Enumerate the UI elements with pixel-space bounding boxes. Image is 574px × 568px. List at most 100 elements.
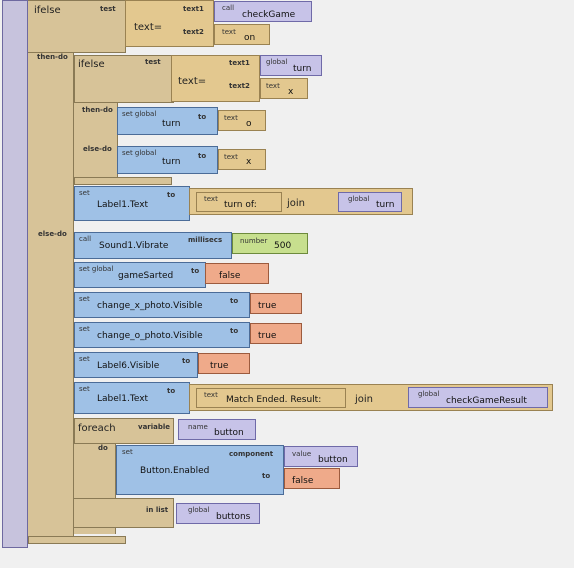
join-2-text-inner[interactable] xyxy=(196,388,346,408)
false-block-2-value: false xyxy=(292,476,314,486)
name-value: button xyxy=(214,428,244,438)
outer-text2-label: text2 xyxy=(183,28,204,36)
global-turn-name: turn xyxy=(376,200,395,210)
set-change-x-photo-visible[interactable] xyxy=(74,292,250,318)
set-global-turn-x[interactable] xyxy=(117,146,218,174)
global-buttons-label: global xyxy=(188,506,210,514)
text-x-block[interactable] xyxy=(218,149,266,170)
join-2-text-label: text xyxy=(204,391,218,399)
text-o-label: text xyxy=(224,114,238,122)
set-global-turn-o-label: set global xyxy=(122,110,157,118)
set-change-o-label: set xyxy=(79,325,90,333)
foreach-variable-label: variable xyxy=(138,423,171,431)
inner-else-do-label: else-do xyxy=(83,145,112,153)
join-1-text-inner[interactable] xyxy=(196,192,282,212)
set-label1-1-prop: Label1.Text xyxy=(97,200,149,210)
set-button-enabled-label: set xyxy=(122,448,133,456)
global-checkgameresult-name: checkGameResult xyxy=(446,396,527,406)
inner-ifelse-test-label: test xyxy=(145,58,161,66)
outer-workspace-left-rail xyxy=(2,0,28,548)
global-checkgameresult-block[interactable] xyxy=(408,387,548,408)
join-1-text-label: text xyxy=(204,195,218,203)
set-label1-2-to: to xyxy=(167,387,176,395)
set-label1-1-to: to xyxy=(167,191,176,199)
outer-text-eq-block[interactable] xyxy=(125,0,214,47)
false-block-1-value: false xyxy=(219,271,241,281)
text-o-block[interactable] xyxy=(218,110,266,131)
true-block-3-value: true xyxy=(210,361,229,371)
false-block-1[interactable] xyxy=(205,263,269,284)
outer-ifelse-block[interactable] xyxy=(28,0,126,53)
false-block-2[interactable] xyxy=(284,468,340,489)
inner-text-label: text xyxy=(266,82,280,90)
set-global-turn-o-var: turn xyxy=(162,119,181,129)
set-gamesarted-to: to xyxy=(191,267,200,275)
true-block-3[interactable] xyxy=(198,353,250,374)
inner-text-eq-label: text= xyxy=(178,76,207,87)
set-change-x-to: to xyxy=(230,297,239,305)
outer-text-value: on xyxy=(244,33,256,43)
inner-text-eq-block[interactable] xyxy=(171,55,260,102)
set-button-enabled-prop: Button.Enabled xyxy=(140,466,210,476)
true-block-2[interactable] xyxy=(250,323,302,344)
set-change-x-label: set xyxy=(79,295,90,303)
value-button-block[interactable] xyxy=(284,446,358,467)
inner-text-x-block[interactable] xyxy=(260,78,308,99)
outer-ifelse-keyword: ifelse xyxy=(34,5,61,16)
number-label: number xyxy=(240,237,268,245)
set-label1-text-1[interactable] xyxy=(74,186,190,221)
outer-call-checkgame-block[interactable] xyxy=(214,1,312,22)
inner-ifelse-keyword: ifelse xyxy=(78,59,105,70)
set-global-turn-x-label: set global xyxy=(122,149,157,157)
outer-text-on-block[interactable] xyxy=(214,24,270,45)
call-sound-arg: millisecs xyxy=(188,236,223,244)
set-global-turn-o[interactable] xyxy=(117,107,218,135)
value-name: button xyxy=(318,455,348,465)
name-label: name xyxy=(188,423,208,431)
set-label6-to: to xyxy=(182,357,191,365)
inner-ifelse-block[interactable] xyxy=(74,55,174,103)
foreach-block[interactable] xyxy=(74,418,174,444)
number-500-block[interactable] xyxy=(232,233,308,254)
set-change-o-photo-visible[interactable] xyxy=(74,322,250,348)
set-button-enabled[interactable] xyxy=(116,445,284,495)
join-1-label: join xyxy=(287,198,306,209)
foreach-do-label: do xyxy=(98,444,108,452)
set-change-o-to: to xyxy=(230,327,239,335)
name-button-block[interactable] xyxy=(178,419,256,440)
join-1-text-value: turn of: xyxy=(224,200,257,210)
text-x-label: text xyxy=(224,153,238,161)
call-sound1-vibrate[interactable] xyxy=(74,232,232,259)
foreach-in-list-block xyxy=(74,498,174,528)
outer-text1-label: text1 xyxy=(183,5,204,13)
set-label1-1-label: set xyxy=(79,189,90,197)
inner-global-label: global xyxy=(266,58,288,66)
outer-call-name: checkGame xyxy=(242,10,296,20)
inner-global-turn-block[interactable] xyxy=(260,55,322,76)
true-block-1[interactable] xyxy=(250,293,302,314)
set-gamesarted-label: set global xyxy=(79,265,114,273)
foreach-in-list-label: in list xyxy=(146,506,169,514)
value-label: value xyxy=(292,450,312,458)
true-block-2-value: true xyxy=(258,331,277,341)
set-label6-prop: Label6.Visible xyxy=(97,361,160,371)
set-label6-visible[interactable] xyxy=(74,352,198,378)
set-global-turn-x-var: turn xyxy=(162,157,181,167)
outer-ifelse-test-label: test xyxy=(100,5,116,13)
global-buttons-block[interactable] xyxy=(176,503,260,524)
foreach-keyword: foreach xyxy=(78,423,116,434)
inner-then-do-label: then-do xyxy=(82,106,113,114)
set-label1-text-2[interactable] xyxy=(74,382,190,414)
call-sound-name: Sound1.Vibrate xyxy=(99,241,169,251)
outer-then-do-label: then-do xyxy=(37,53,68,61)
call-sound-label: call xyxy=(79,235,92,243)
set-change-x-prop: change_x_photo.Visible xyxy=(97,301,203,311)
outer-else-do-label: else-do xyxy=(38,230,67,238)
set-button-component-label: component xyxy=(229,450,274,458)
set-global-gamesarted[interactable] xyxy=(74,262,206,288)
global-turn-block[interactable] xyxy=(338,192,402,212)
join-2-label: join xyxy=(355,394,374,405)
inner-global-name: turn xyxy=(293,64,312,74)
set-button-to-label: to xyxy=(262,472,271,480)
global-turn-label: global xyxy=(348,195,370,203)
